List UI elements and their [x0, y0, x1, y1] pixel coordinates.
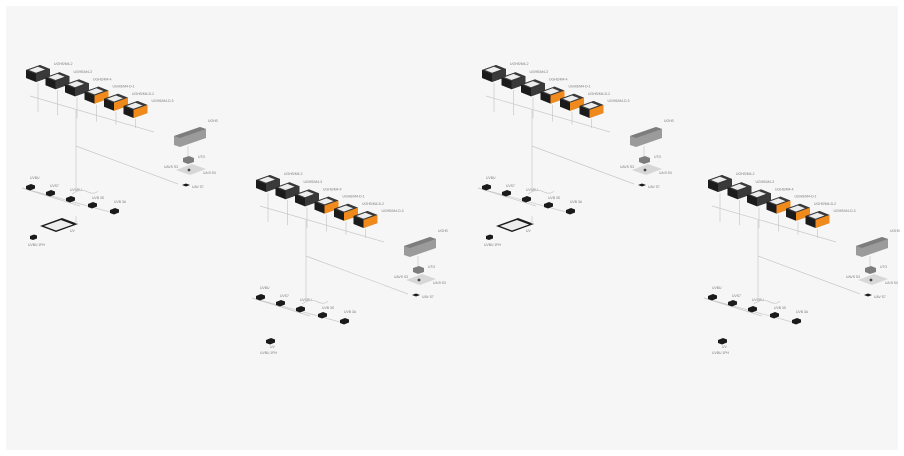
peripheral-label: UVS7	[280, 294, 289, 298]
module-label: UGHS/M4-3	[74, 70, 93, 74]
module-label: UGHS/M4-4	[93, 77, 112, 81]
plate-label-right: UA B S3	[203, 171, 216, 175]
plate-label-left: UAVS S3	[394, 275, 408, 279]
plate-node	[870, 279, 873, 282]
device-label: UV	[722, 345, 727, 349]
device-label: UV	[526, 229, 531, 233]
utg-label: UTG	[654, 155, 662, 159]
peripheral-label: UVB 3A	[344, 310, 357, 314]
peripheral-label: UVS7	[50, 184, 59, 188]
node-label: UAV S7	[422, 295, 434, 299]
peripheral-label: UVBU	[30, 176, 40, 180]
module-label: UGHS/M4-D-3	[608, 99, 630, 103]
module-label: UGHS/M4-D-3	[834, 209, 856, 213]
module-label: UGHS/M4-2	[736, 172, 755, 176]
module-label: UGHS/M4-D-2	[362, 202, 384, 206]
plate-node	[188, 169, 191, 172]
module-label: UGHS/M4-3	[756, 180, 775, 184]
module-label: UGHS/M4-D-1	[343, 195, 365, 199]
peripheral-label: UVB 3S	[92, 196, 105, 200]
peripheral-label: UVB 3S	[548, 196, 561, 200]
hub-label: UGHS	[664, 119, 675, 123]
module-label: UGHS/M4-2	[54, 62, 73, 66]
peripheral-label: UVB 3A	[114, 200, 127, 204]
dongle-label: UVBU 1PH	[28, 243, 46, 247]
plate-node	[418, 279, 421, 282]
module-label: UGHS/M4-4	[775, 187, 794, 191]
hub-label: UGHS	[208, 119, 219, 123]
module-label: UGHS/M4-D-2	[588, 92, 610, 96]
module-label: UGHS/M4-D-3	[382, 209, 404, 213]
peripheral-label: UVB 3S	[774, 306, 787, 310]
device-label: UV	[270, 345, 275, 349]
peripheral-label: UVBU	[260, 286, 270, 290]
dongle-label: UVBU 1PH	[712, 351, 730, 355]
peripheral-label: UVB 3A	[570, 200, 583, 204]
utg-label: UTG	[198, 155, 206, 159]
plate-label-right: UA B S3	[433, 281, 446, 285]
module-label: UGHS/M4-D-1	[113, 85, 135, 89]
module-label: UGHS/M4-4	[549, 77, 568, 81]
module-label: UGHS/M4-3	[530, 70, 549, 74]
plate-label-right: UA B S3	[659, 171, 672, 175]
module-label: UGHS/M4-D-1	[569, 85, 591, 89]
hub-label: UGHS	[890, 229, 901, 233]
plate-label-left: UAVS S3	[164, 165, 178, 169]
plate-label-left: UAVS S3	[846, 275, 860, 279]
node-label: UAV S7	[874, 295, 886, 299]
module-label: UGHS/M4-3	[304, 180, 323, 184]
peripheral-label: UVB 3S	[322, 306, 335, 310]
plate-label-right: UA B S3	[885, 281, 898, 285]
peripheral-label: UVBU	[486, 176, 496, 180]
peripheral-label: UVB 3A	[796, 310, 809, 314]
module-label: UGHS/M4-2	[284, 172, 303, 176]
dongle-label: UVBU 1PH	[484, 243, 502, 247]
peripheral-label: UVS7	[732, 294, 741, 298]
dongle-label: UVBU 1PH	[260, 351, 278, 355]
module-label: UGHS/M4-D-1	[795, 195, 817, 199]
plate-node	[644, 169, 647, 172]
utg-label: UTG	[880, 265, 888, 269]
module-label: UGHS/M4-D-3	[152, 99, 174, 103]
module-label: UGHS/M4-D-2	[132, 92, 154, 96]
module-label: UGHS/M4-2	[510, 62, 529, 66]
node-label: UAV S7	[192, 185, 204, 189]
hub-label: UGHS	[438, 229, 449, 233]
utg-label: UTG	[428, 265, 436, 269]
module-label: UGHS/M4-4	[323, 187, 342, 191]
module-label: UGHS/M4-D-2	[814, 202, 836, 206]
device-label: UV	[70, 229, 75, 233]
node-label: UAV S7	[648, 185, 660, 189]
plate-label-left: UAVS S3	[620, 165, 634, 169]
peripheral-label: UVS7	[506, 184, 515, 188]
peripheral-label: UVBU	[712, 286, 722, 290]
sheet-background	[6, 6, 898, 450]
